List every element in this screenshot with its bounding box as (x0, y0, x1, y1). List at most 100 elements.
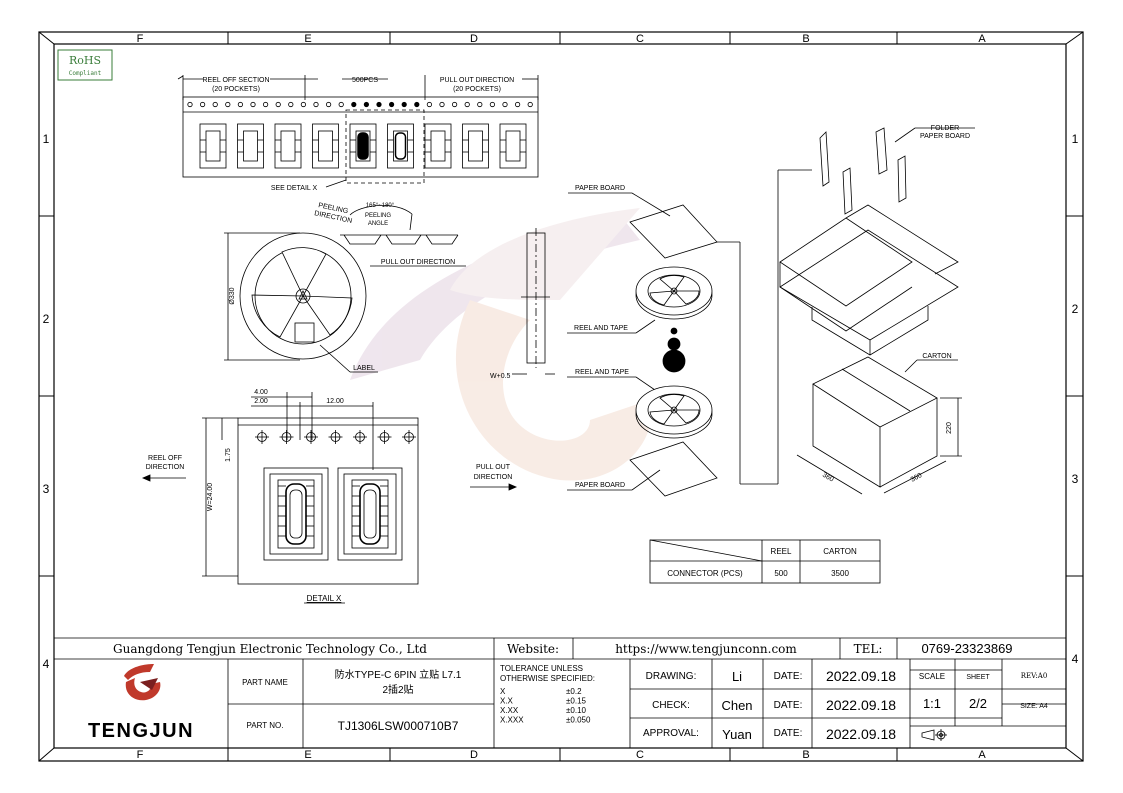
sprocket-hole (237, 101, 243, 108)
date-label-3: DATE: (774, 728, 803, 739)
qty-col-reel: REEL (771, 547, 792, 556)
dim-2-label: 2.00 (254, 398, 268, 405)
detail-sprocket-hole (353, 430, 367, 444)
tape-pocket (424, 123, 452, 169)
peeling-angle-value: 165°~180° (366, 203, 395, 209)
row-label-right: 3 (1072, 472, 1079, 486)
approval-label: APPROVAL: (643, 728, 699, 739)
row-label-left: 4 (43, 657, 50, 671)
packing-view: PAPER BOARD REEL AND TAPE REEL AND TAPE … (567, 125, 975, 497)
reel-off-direction-label-1: REEL OFF (148, 455, 182, 462)
dim-175-label: 1.75 (225, 448, 232, 462)
qty-row-label: CONNECTOR (PCS) (667, 569, 743, 578)
tolerance-class: X (500, 687, 506, 696)
peeling-angle-label-2: ANGLE (368, 221, 388, 227)
reel-diameter-label: Ø330 (229, 287, 236, 304)
tolerance-class: X.X (500, 697, 514, 706)
part-no-value: TJ1306LSW000710B7 (338, 719, 459, 733)
row-label-right: 2 (1072, 302, 1079, 316)
detail-sprocket-hole (328, 430, 343, 444)
reel-off-pockets-label: (20 POCKETS) (212, 86, 260, 93)
brand-wordmark: TENGJUN (88, 720, 194, 742)
date-value-2: 2022.09.18 (826, 697, 896, 713)
detail-sprocket-hole (402, 430, 416, 444)
detail-x-title: DETAIL X (307, 594, 342, 603)
reel-view: PEELING DIRECTION 165°~180° PEELING ANGL… (224, 202, 466, 373)
detail-pocket (263, 467, 329, 561)
sprocket-hole (401, 101, 407, 108)
col-label-bottom: C (636, 749, 644, 761)
col-label-top: D (470, 33, 478, 45)
sprocket-hole (313, 101, 319, 108)
reel-label-label: LABEL (353, 365, 375, 372)
tolerance-value: ±0.15 (566, 697, 587, 706)
col-label-top: C (636, 33, 644, 45)
see-detail-label: SEE DETAIL X (271, 185, 318, 192)
tape-pocket (312, 123, 339, 169)
sprocket-hole (376, 101, 382, 108)
paper-board-top-label: PAPER BOARD (575, 185, 625, 192)
detail-sprocket-hole (377, 430, 392, 444)
dim-w-label: W=24.00 (207, 483, 214, 511)
detail-x-view: 4.00 2.00 12.00 1.75 W=24.00 REEL OFF DI… (141, 389, 518, 604)
sprocket-hole (288, 101, 294, 108)
sprocket-hole (426, 101, 432, 108)
row-label-right: 4 (1072, 652, 1079, 666)
sprocket-hole (212, 101, 218, 108)
qty-reel-value: 500 (774, 569, 788, 578)
sprocket-hole (200, 101, 206, 108)
date-value-1: 2022.09.18 (826, 668, 896, 684)
sprocket-hole (325, 101, 332, 108)
carton-depth-label: 360 (821, 472, 835, 484)
tolerance-heading-1: TOLERANCE UNLESS (500, 664, 583, 673)
pull-out-pockets-label: (20 POCKETS) (453, 86, 501, 93)
check-value: Chen (721, 698, 752, 713)
col-label-top: B (802, 33, 809, 45)
tape-pocket (237, 123, 264, 169)
sprocket-hole (514, 101, 521, 108)
tape-qty-label: 500PCS (352, 77, 378, 84)
reel-pull-out-label: PULL OUT DIRECTION (381, 259, 455, 266)
sprocket-hole (477, 101, 483, 108)
reel-and-tape-label-1: REEL AND TAPE (574, 325, 628, 332)
tolerance-value: ±0.050 (566, 716, 591, 725)
sheet-frame (38, 31, 1084, 762)
drawing-label: DRAWING: (646, 671, 697, 682)
watermark-logo (350, 208, 652, 481)
detail-sprocket-hole (279, 430, 294, 444)
col-label-bottom: E (304, 749, 311, 761)
dim-4-label: 4.00 (254, 389, 268, 396)
pull-out-direction-label-1: PULL OUT (476, 464, 511, 471)
reel-and-tape-label-2: REEL AND TAPE (575, 369, 629, 376)
sprocket-hole (502, 101, 508, 108)
col-label-top: E (304, 33, 311, 45)
col-label-bottom: B (802, 749, 809, 761)
folder-label-2: PAPER BOARD (920, 133, 970, 140)
qty-col-carton: CARTON (823, 547, 857, 556)
date-label-1: DATE: (774, 671, 803, 682)
check-label: CHECK: (652, 700, 690, 711)
col-label-top: A (978, 33, 986, 45)
approval-value: Yuan (722, 727, 752, 742)
folder-label-1: FOLDER (931, 125, 959, 132)
company-name: Guangdong Tengjun Electronic Technology … (113, 642, 427, 656)
paper-board-bottom-label: PAPER BOARD (575, 482, 625, 489)
part-name-line-2: 2插2贴 (382, 683, 413, 696)
part-name-line-1: 防水TYPE-C 6PIN 立贴 L7.1 (335, 668, 462, 681)
row-label-left: 3 (43, 482, 50, 496)
tel-label: TEL: (854, 642, 883, 656)
reel-off-direction-label-2: DIRECTION (146, 464, 185, 471)
detail-sprocket-hole (304, 430, 318, 444)
website-value: https://www.tengjunconn.com (615, 642, 797, 656)
pull-out-direction-label-2: DIRECTION (474, 474, 513, 481)
part-name-label: PART NAME (242, 678, 288, 687)
detail-pocket (337, 467, 403, 561)
sprocket-hole (489, 101, 495, 108)
tape-pocket (462, 123, 489, 169)
sheet-label: SHEET (966, 674, 990, 681)
tape-pocket (274, 123, 302, 169)
qty-carton-value: 3500 (831, 569, 849, 578)
rohs-subtitle: Compliant (69, 70, 102, 77)
sprocket-hole (225, 101, 231, 108)
sprocket-hole (464, 101, 470, 108)
